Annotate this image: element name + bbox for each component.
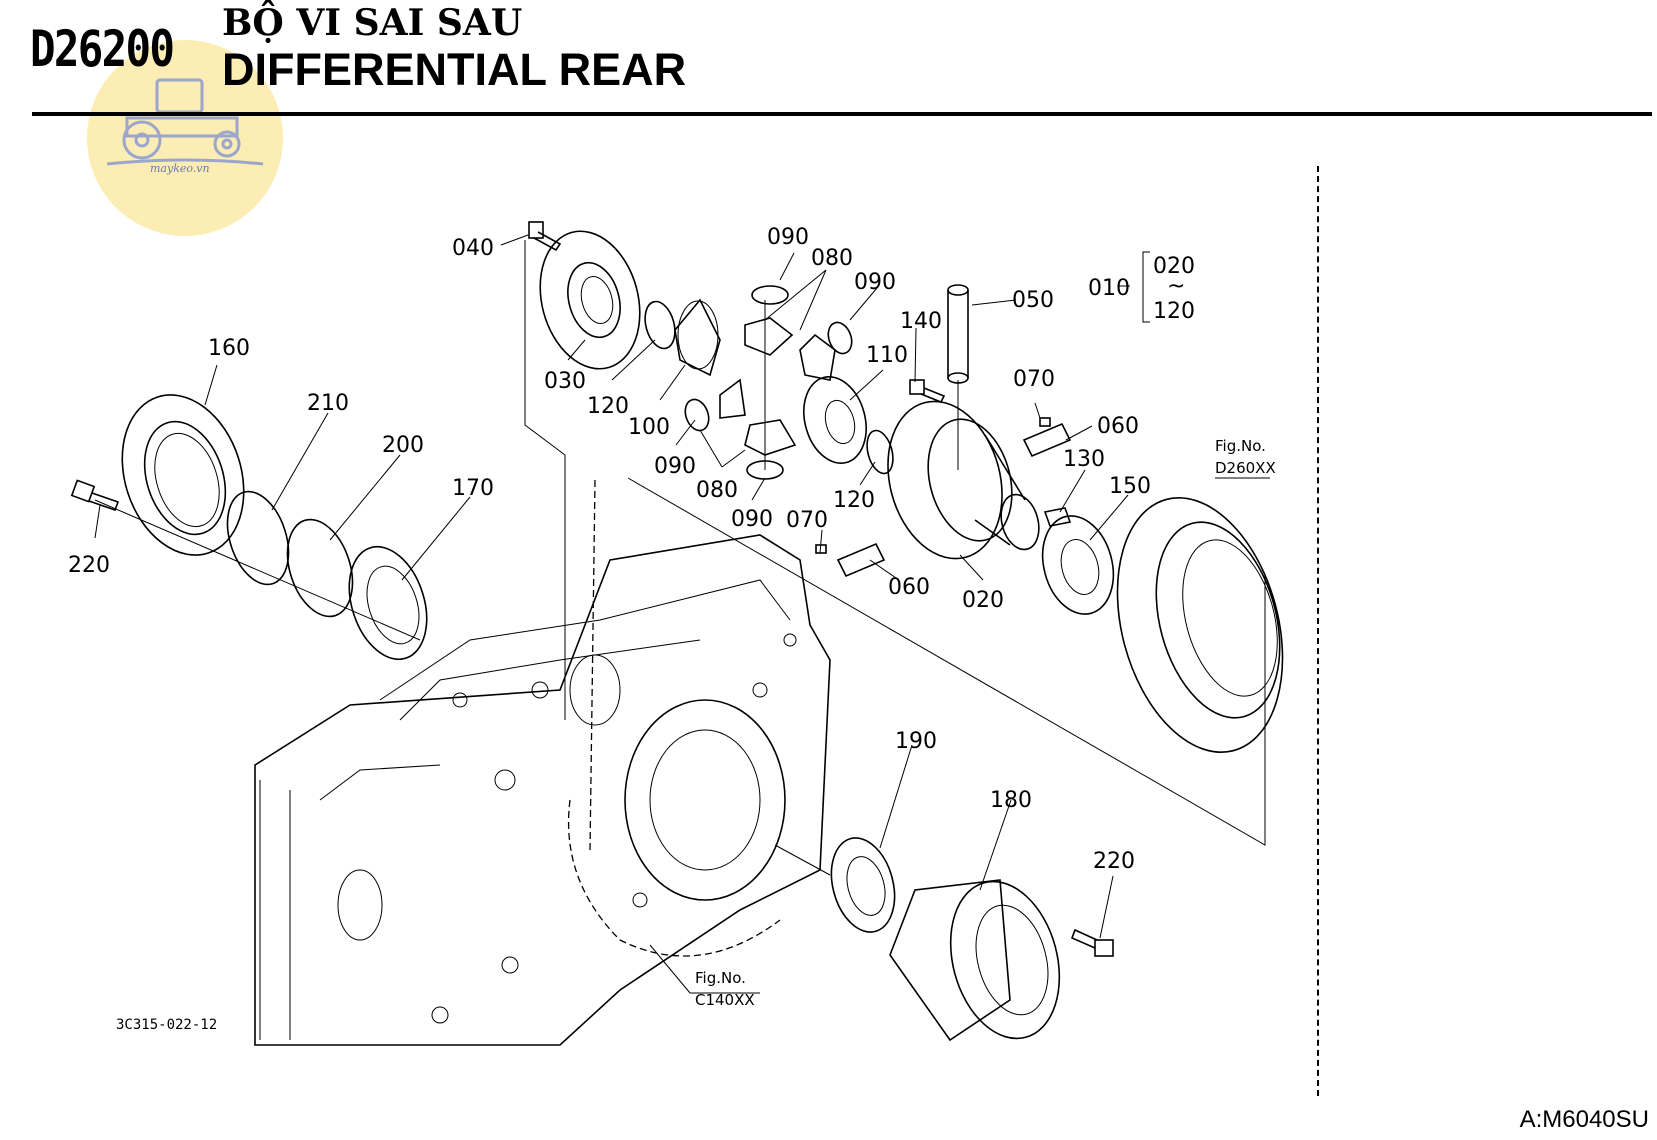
part-190-bearing (830, 837, 896, 933)
fig-ref-code-2: C140XX (695, 991, 755, 1009)
label-090-a: 090 (767, 225, 809, 250)
part-120-washer-b (866, 429, 894, 475)
title-english: DIFFERENTIAL REAR (222, 44, 687, 95)
label-040: 040 (452, 236, 494, 261)
part-070-pins (815, 417, 1051, 554)
label-090-c: 090 (654, 454, 696, 479)
label-190: 190 (895, 729, 937, 754)
label-210: 210 (307, 391, 349, 416)
label-100: 100 (628, 415, 670, 440)
transmission-case (254, 479, 831, 1046)
label-110: 110 (866, 343, 908, 368)
part-100-side-gear (674, 298, 721, 377)
label-090-b: 090 (854, 270, 896, 295)
label-220-right: 220 (1093, 849, 1135, 874)
part-220-bolt-right (1070, 928, 1114, 957)
part-180-housing (889, 879, 1061, 1042)
label-020-range: 020 (1153, 254, 1195, 279)
label-070-b: 070 (786, 508, 828, 533)
part-030-flange (539, 230, 641, 370)
header-rule (32, 112, 1652, 116)
part-170-bearing (348, 545, 428, 661)
ring-gear (1116, 497, 1284, 753)
label-170: 170 (452, 476, 494, 501)
part-150-bearing (1041, 515, 1115, 615)
label-160: 160 (208, 336, 250, 361)
label-220-left: 220 (68, 553, 110, 578)
fig-ref-label-2: Fig.No. (695, 969, 746, 987)
label-050: 050 (1012, 288, 1054, 313)
range-bracket (1142, 251, 1150, 323)
title-vietnamese: BỘ VI SAI SAU (222, 2, 523, 44)
label-060-b: 060 (888, 575, 930, 600)
section-code: D26200 (30, 20, 175, 78)
part-110-side-gear (803, 375, 867, 465)
part-220-bolt-left (70, 479, 120, 512)
drawing-code: 3C315-022-12 (116, 1017, 218, 1033)
label-060-a: 060 (1097, 414, 1139, 439)
label-020-b: 020 (962, 588, 1004, 613)
label-090-d: 090 (731, 507, 773, 532)
part-050-shaft (947, 284, 969, 470)
label-120-c: 120 (833, 488, 875, 513)
model-code: A:M6040SU (1519, 1106, 1649, 1133)
part-130-stopper (1043, 507, 1072, 527)
watermark-text: maykeo.vn (150, 162, 210, 175)
part-080-pinions (719, 317, 836, 456)
part-040-bolt (528, 221, 562, 252)
label-030: 030 (544, 369, 586, 394)
watermark-logo (87, 40, 283, 236)
label-120-b: 120 (587, 394, 629, 419)
label-080-b: 080 (696, 478, 738, 503)
part-020-diff-case (887, 400, 1040, 560)
label-180: 180 (990, 788, 1032, 813)
label-150: 150 (1109, 474, 1151, 499)
svg-text:~: ~ (1167, 274, 1185, 299)
label-070-a: 070 (1013, 367, 1055, 392)
label-080-a: 080 (811, 246, 853, 271)
label-010: 010 (1088, 276, 1130, 301)
label-200: 200 (382, 433, 424, 458)
label-130: 130 (1063, 447, 1105, 472)
part-160-cover (121, 394, 245, 556)
part-210-circlip (226, 490, 290, 586)
fig-ref-code-1: D260XX (1215, 459, 1276, 477)
callout-labels: 040 090 080 090 050 140 010 020 ~ 120 16… (68, 225, 1195, 874)
part-200-oring (286, 518, 354, 618)
figure-references: Fig.No. D260XX Fig.No. C140XX (695, 437, 1276, 1009)
fig-ref-label-1: Fig.No. (1215, 437, 1266, 455)
part-060-pins (836, 422, 1072, 578)
part-120-washer-a (644, 300, 676, 350)
part-140-bolt (909, 379, 946, 404)
label-140: 140 (900, 309, 942, 334)
leader-lines (94, 234, 1270, 994)
label-120-range: 120 (1153, 299, 1195, 324)
dashed-separator (1317, 166, 1319, 1096)
tractor-icon (106, 78, 264, 166)
assembly-lines (94, 240, 1266, 876)
